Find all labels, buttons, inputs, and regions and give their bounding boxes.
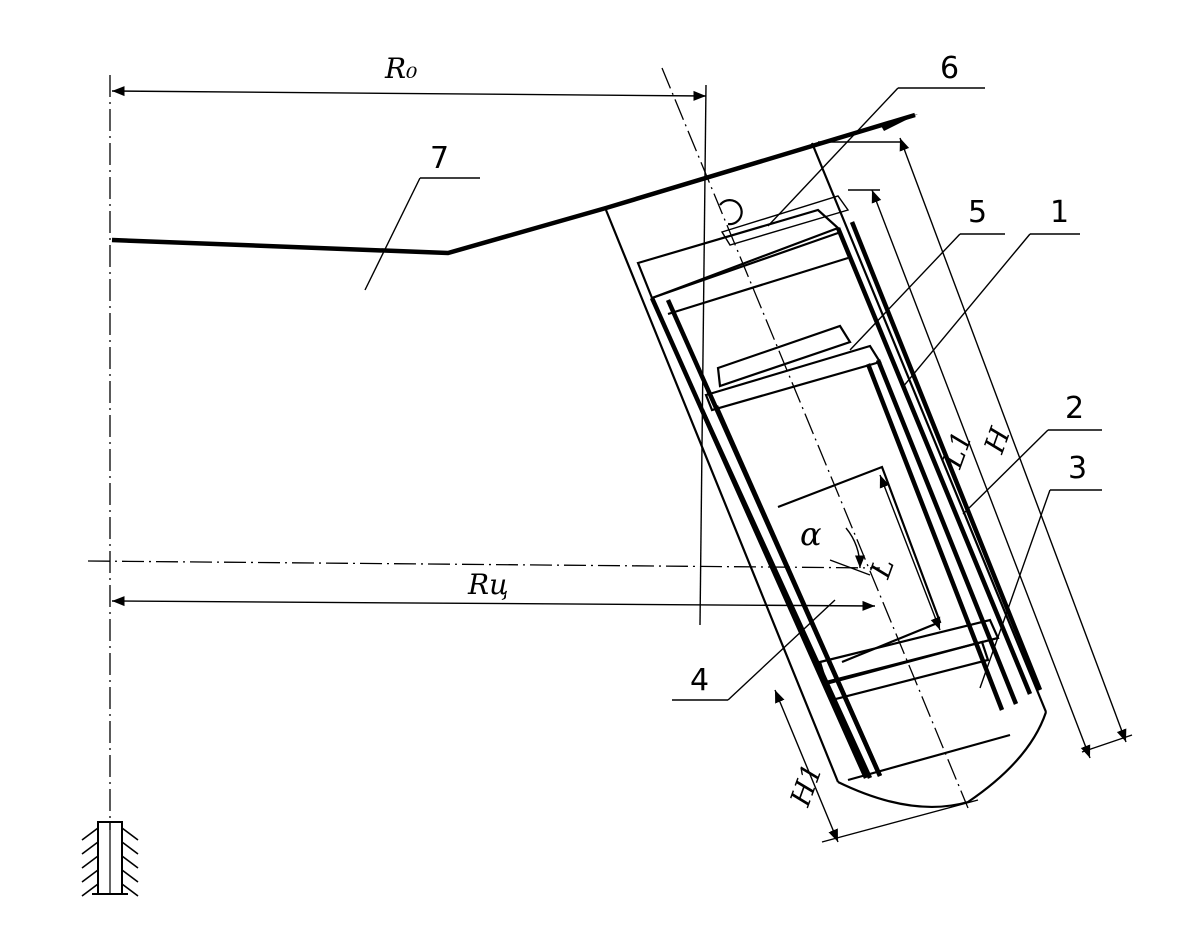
h1-dimension-line xyxy=(774,689,839,843)
rotor-arm xyxy=(111,112,916,256)
rotor-pocket xyxy=(604,142,1048,808)
upper-disk xyxy=(704,324,882,412)
r0-label: R₀ xyxy=(384,52,417,85)
cg-horizontal-line xyxy=(87,560,881,569)
r0-dimension-line xyxy=(111,86,707,101)
cg-point xyxy=(829,559,871,576)
ru-dimension-line xyxy=(111,596,876,611)
l-label: L xyxy=(863,554,901,584)
l-dimension-line xyxy=(879,474,941,631)
part-number-2: 2 xyxy=(1065,391,1084,426)
h1-extension-bottom xyxy=(821,799,979,843)
pivot-hook xyxy=(719,199,743,226)
part-number-4: 4 xyxy=(690,663,709,698)
ru-label: Rц xyxy=(467,568,509,601)
arm-tip xyxy=(880,114,918,131)
part-number-3: 3 xyxy=(1068,451,1087,486)
l1-dimension-line xyxy=(871,189,1091,759)
part-number-1: 1 xyxy=(1050,195,1069,230)
alpha-label: α xyxy=(800,515,822,553)
part-number-5: 5 xyxy=(968,195,987,230)
r0-extension-line xyxy=(699,84,707,626)
alpha-arc xyxy=(845,527,866,569)
tube-walls xyxy=(649,221,1043,779)
shaft-support xyxy=(81,821,139,897)
part-number-7: 7 xyxy=(430,141,449,176)
h-extension-bottom xyxy=(1081,734,1133,753)
h-label: H xyxy=(977,423,1017,459)
part-leaders xyxy=(364,87,1102,701)
tube-cap xyxy=(636,195,850,316)
part-number-6: 6 xyxy=(940,51,959,86)
l1-label: L1 xyxy=(935,427,979,473)
